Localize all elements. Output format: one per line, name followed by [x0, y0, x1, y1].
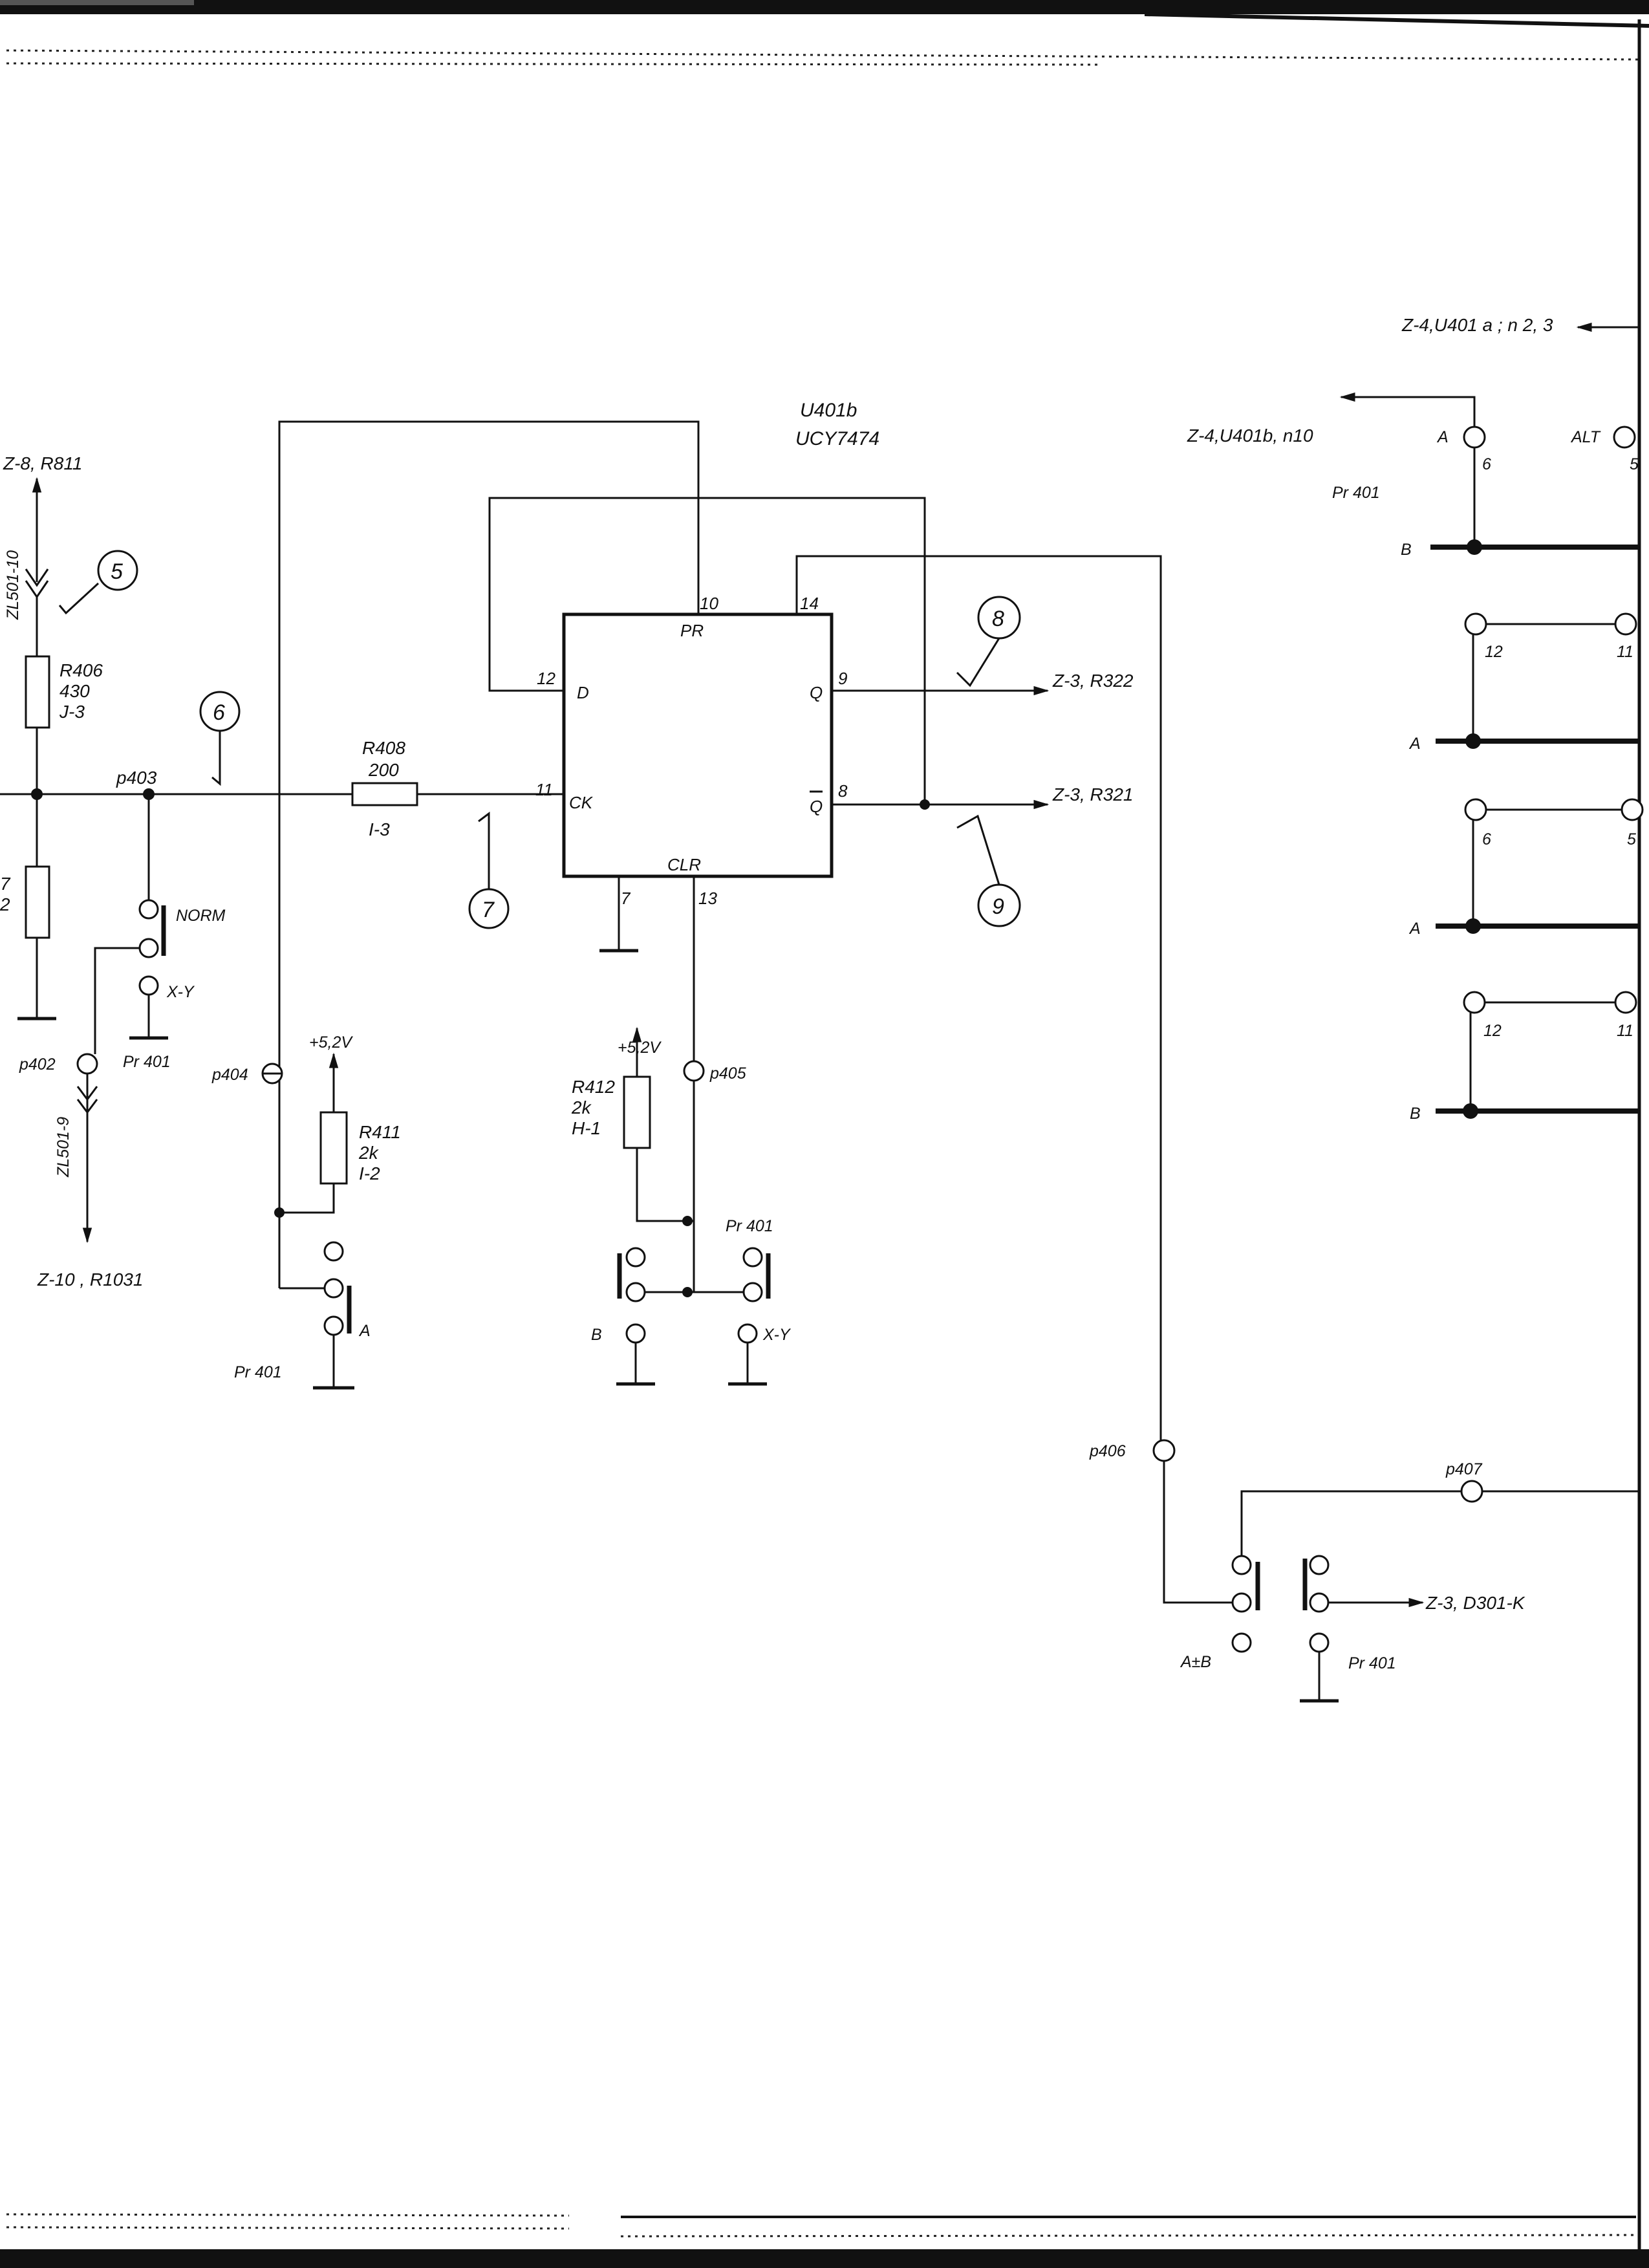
switch-pin12-1: 12	[1485, 643, 1503, 661]
point-p407: p407	[1445, 1460, 1483, 1478]
r411-loc: I-2	[359, 1163, 380, 1183]
resistor-r407	[25, 865, 50, 939]
addition-switch: p406 A±B p407 Z-3, D301-K Pr 401	[1089, 1439, 1639, 1703]
switch-pin12-2: 12	[1483, 1022, 1502, 1040]
ic-body	[562, 612, 834, 878]
page-border-bottom	[0, 2213, 1649, 2268]
clear-network: p405 +5,2V R412 2k H-1 Pr 401 B X-Y	[571, 1026, 792, 1386]
pin-vcc-num: 14	[800, 594, 819, 613]
switch-b-label: B	[591, 1326, 602, 1344]
pin-qbar-name: Q	[810, 797, 823, 816]
r407-value: 2	[0, 894, 10, 914]
r411-value: 2k	[358, 1143, 380, 1163]
net-z4-u401b: Z-4,U401b, n10	[1187, 426, 1313, 446]
pin-clr-num: 13	[698, 889, 717, 908]
switch-pr401-b: Pr 401	[234, 1363, 282, 1381]
point-p404: p404	[211, 1066, 248, 1084]
r412-ref: R412	[572, 1077, 615, 1097]
r408-ref: R408	[362, 738, 405, 758]
pin-d-name: D	[577, 683, 589, 702]
switch-a-label: A	[358, 1322, 371, 1340]
switch-pr401-c: Pr 401	[726, 1217, 773, 1235]
switch-xy: X-Y	[166, 983, 195, 1001]
switch-alt: ALT	[1570, 428, 1601, 446]
switch-norm: NORM	[176, 907, 226, 925]
pin-ck-num: 11	[535, 780, 553, 799]
switch-pin11-1: 11	[1617, 643, 1633, 661]
net-z8: Z-8, R811	[3, 453, 82, 473]
flip-flop-u401b: U401b UCY7474 PR 10 14 D 12 CK 11 Q 9 Q …	[278, 400, 1162, 1451]
net-z10: Z-10 , R1031	[37, 1269, 143, 1290]
r408-value: 200	[368, 760, 399, 780]
ic-ref: U401b	[800, 400, 857, 421]
r407-ref: 7	[0, 874, 11, 894]
point-p406: p406	[1089, 1442, 1126, 1460]
net-z3-r322: Z-3, R322	[1052, 671, 1134, 691]
r412-loc: H-1	[572, 1118, 601, 1138]
mode-switch-matrix: Z-4,U401 a ; n 2, 3 Z-4,U401b, n10 A 6 A…	[1187, 315, 1644, 1123]
test-point-8: 8	[992, 607, 1004, 631]
ic-part: UCY7474	[795, 428, 879, 449]
pin-qbar-num: 8	[838, 781, 848, 801]
point-p405: p405	[709, 1064, 746, 1083]
r412-value: 2k	[571, 1097, 592, 1118]
point-p402: p402	[19, 1055, 56, 1074]
pin-pr-num: 10	[700, 594, 718, 613]
net-zl501-top: ZL501-10	[4, 550, 22, 620]
pin-q-num: 9	[838, 669, 847, 688]
test-point-6: 6	[213, 700, 225, 725]
switch-pin6-1: 6	[1482, 455, 1491, 473]
input-section: Z-8, R811 ZL501-10 R406 430 J-3 7 2 p403…	[0, 453, 564, 1290]
r406-value: 430	[59, 681, 90, 701]
test-point-9: 9	[992, 894, 1004, 919]
r406-ref: R406	[59, 660, 103, 680]
switch-pr401-d: Pr 401	[1348, 1654, 1396, 1672]
pin-d-num: 12	[537, 669, 555, 688]
switch-pin11-2: 11	[1617, 1022, 1633, 1040]
r406-loc: J-3	[59, 702, 85, 722]
net-supply-2: +5,2V	[618, 1039, 662, 1057]
resistor-r408	[351, 782, 418, 806]
switch-pin5-1: 5	[1630, 455, 1639, 473]
resistor-r411	[319, 1111, 348, 1185]
pin-gnd-num: 7	[621, 889, 631, 908]
bus-b-1: B	[1401, 541, 1412, 559]
net-z3-d301: Z-3, D301-K	[1425, 1593, 1525, 1613]
switch-apb: A±B	[1180, 1653, 1211, 1671]
r408-loc: I-3	[369, 819, 390, 839]
preset-network: p404 +5,2V R411 2k I-2 A Pr 401	[211, 1033, 401, 1390]
net-z4-u401a: Z-4,U401 a ; n 2, 3	[1401, 315, 1553, 335]
switch-pin5-2: 5	[1627, 830, 1636, 848]
pin-clr-name: CLR	[667, 855, 701, 874]
test-point-7: 7	[482, 898, 495, 922]
point-p403: p403	[116, 768, 157, 788]
pin-pr-name: PR	[680, 621, 704, 640]
switch-pr401-e: Pr 401	[1332, 484, 1380, 502]
net-zl501-bottom: ZL501-9	[54, 1117, 72, 1178]
bus-b-2: B	[1410, 1105, 1421, 1123]
pin-ck-name: CK	[569, 793, 594, 812]
bus-a-1: A	[1408, 735, 1421, 753]
resistor-r412	[623, 1075, 651, 1149]
switch-pr401-a: Pr 401	[123, 1053, 171, 1071]
switch-xy-label-2: X-Y	[762, 1326, 792, 1344]
bus-a-2: A	[1408, 920, 1421, 938]
resistor-r406	[25, 655, 50, 729]
switch-pin6-2: 6	[1482, 830, 1491, 848]
net-supply-1: +5,2V	[309, 1033, 353, 1052]
net-z3-r321: Z-3, R321	[1052, 784, 1134, 805]
r411-ref: R411	[359, 1122, 401, 1142]
pin-q-name: Q	[810, 683, 823, 702]
test-point-5: 5	[111, 559, 123, 584]
switch-a-label-2: A	[1436, 428, 1449, 446]
